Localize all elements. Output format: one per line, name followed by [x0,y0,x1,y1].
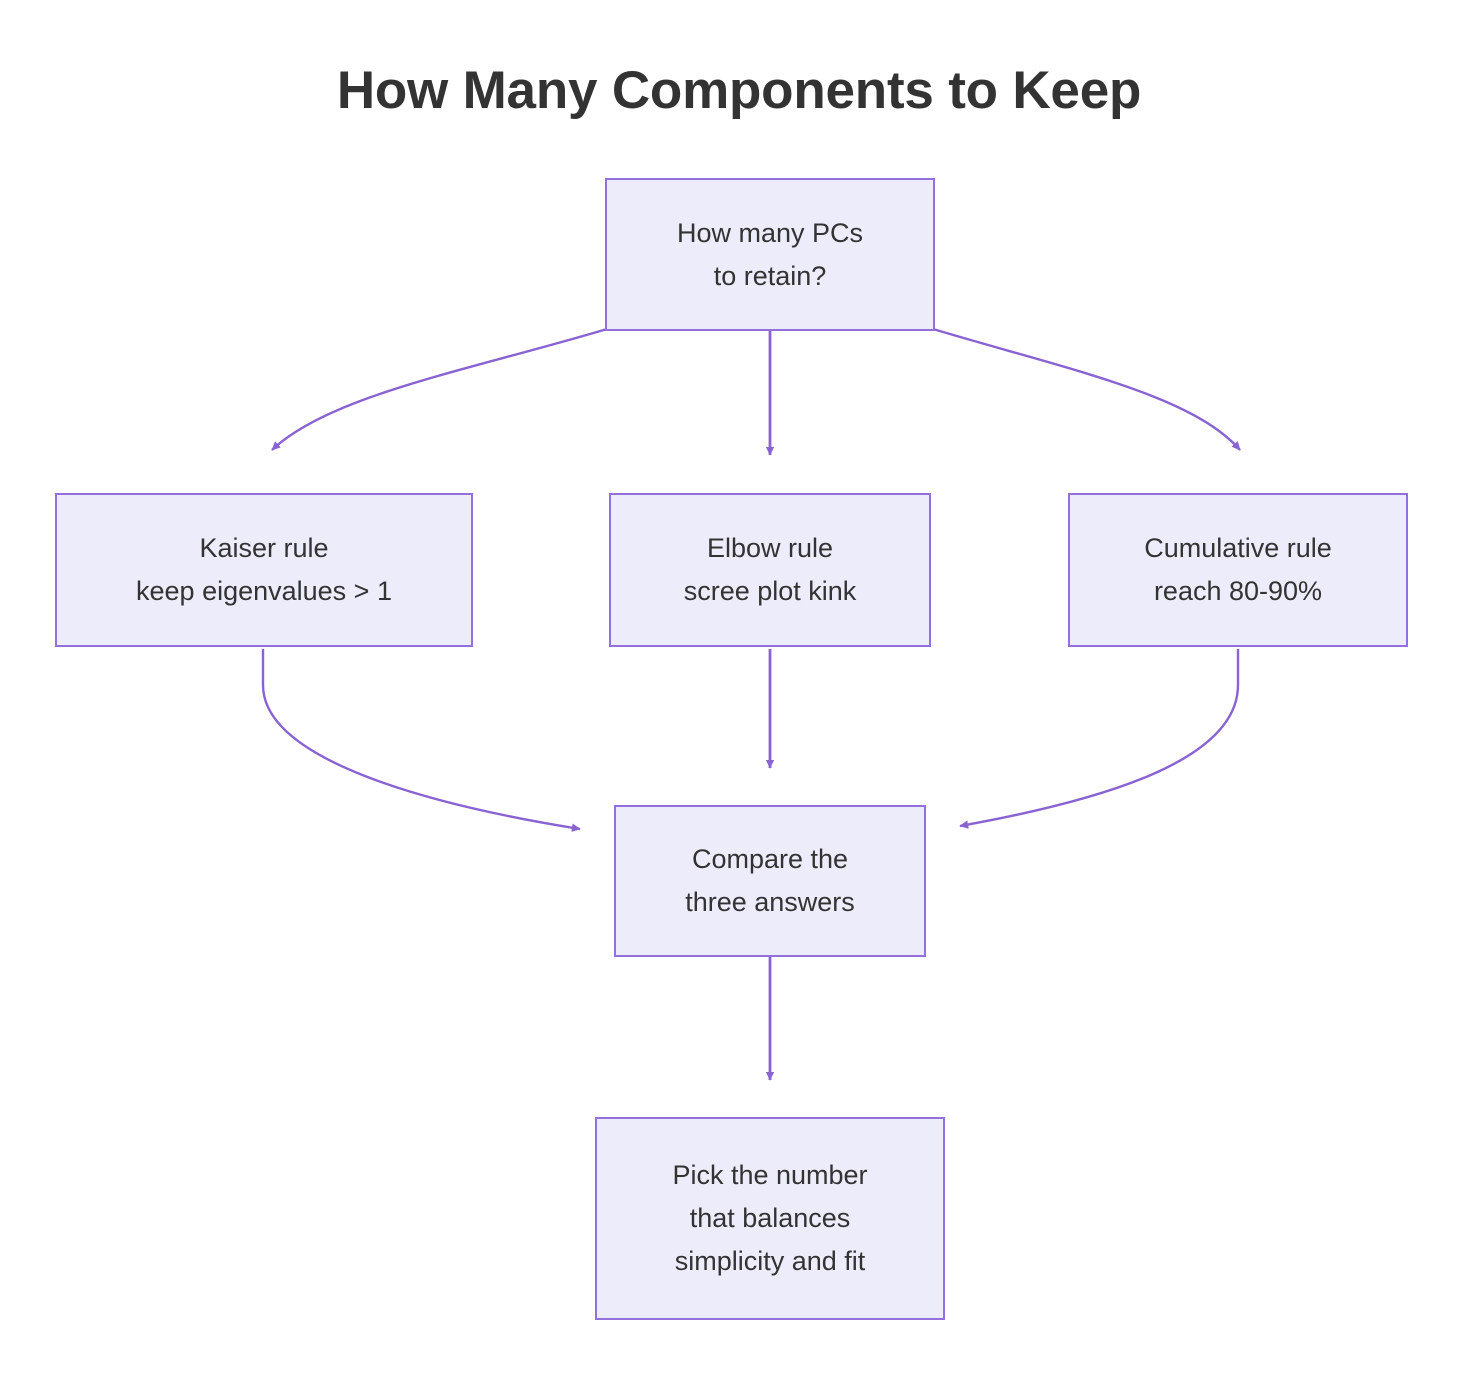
node-pick-line-1: Pick the number [672,1160,868,1190]
node-pick-line-2: that balances [689,1203,851,1233]
node-elbow-rule[interactable]: Elbow rule scree plot kink [609,493,931,647]
edge-root-cumulative [932,327,1241,451]
node-how-many-pcs-to-retain[interactable]: How many PCs to retain? [605,178,935,331]
node-compare-three-answers[interactable]: Compare the three answers [614,805,926,957]
node-compare-line-1: Compare the [691,844,849,874]
node-kaiser-rule[interactable]: Kaiser rule keep eigenvalues > 1 [55,493,473,647]
node-kaiser-line-2: keep eigenvalues > 1 [136,576,392,606]
page-title: How Many Components to Keep [336,61,1142,120]
node-cumulative-rule[interactable]: Cumulative rule reach 80-90% [1068,493,1408,647]
node-compare-line-2: three answers [685,887,855,917]
edge-root-kaiser [271,327,608,451]
edge-kaiser-compare [261,649,581,832]
edge-cumulative-compare [959,649,1240,829]
node-elbow-line-1: Elbow rule [706,533,834,563]
node-pick-line-3: simplicity and fit [674,1246,866,1276]
node-cumulative-line-1: Cumulative rule [1144,533,1332,563]
node-cumulative-line-2: reach 80-90% [1153,576,1323,606]
node-kaiser-line-1: Kaiser rule [199,533,329,563]
node-elbow-line-2: scree plot kink [683,576,857,606]
node-root-line-1: How many PCs [676,217,864,248]
node-root-line-2: to retain? [713,260,827,291]
node-pick-the-number[interactable]: Pick the number that balances simplicity… [595,1117,945,1320]
